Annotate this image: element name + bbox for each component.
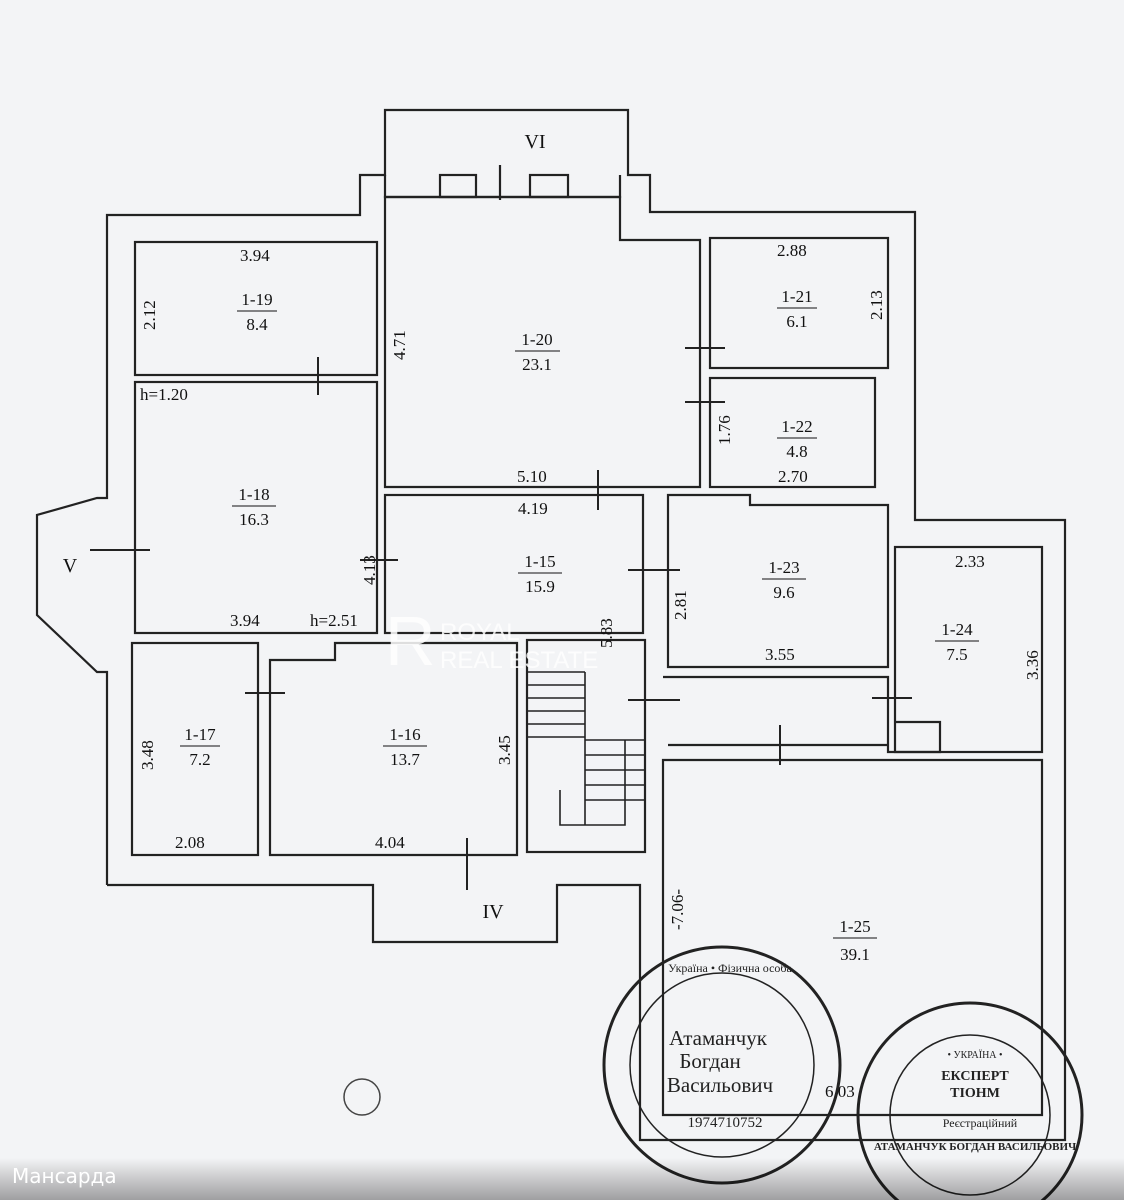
svg-text:3.55: 3.55 xyxy=(765,645,795,664)
window xyxy=(528,173,570,199)
svg-text:8.4: 8.4 xyxy=(246,315,268,334)
svg-text:23.1: 23.1 xyxy=(522,355,552,374)
exit-label-iv: IV xyxy=(482,901,504,923)
svg-text:2.08: 2.08 xyxy=(175,833,205,852)
svg-text:3.48: 3.48 xyxy=(138,740,157,770)
exit-label-vi: VI xyxy=(524,131,545,153)
svg-text:2.33: 2.33 xyxy=(955,552,985,571)
exit-vi-porch xyxy=(383,175,622,199)
svg-text:2.81: 2.81 xyxy=(671,590,690,620)
svg-text:1-21: 1-21 xyxy=(781,287,812,306)
svg-text:2.70: 2.70 xyxy=(778,467,808,486)
svg-text:1-17: 1-17 xyxy=(184,725,216,744)
corridor-wall xyxy=(663,675,942,754)
svg-text:1-15: 1-15 xyxy=(524,552,555,571)
svg-text:2.12: 2.12 xyxy=(140,300,159,330)
outer-wall xyxy=(35,108,1067,1142)
svg-text:39.1: 39.1 xyxy=(840,945,870,964)
svg-text:Україна • Фізична особа: Україна • Фізична особа xyxy=(668,961,792,975)
watermark: R ROYAL REAL ESTATE xyxy=(385,602,598,680)
svg-text:REAL ESTATE: REAL ESTATE xyxy=(440,647,598,674)
svg-text:7.2: 7.2 xyxy=(189,750,210,769)
svg-text:13.7: 13.7 xyxy=(390,750,420,769)
svg-text:Реєстраційний: Реєстраційний xyxy=(943,1116,1018,1130)
svg-text:1-23: 1-23 xyxy=(768,558,799,577)
exit-label-v: V xyxy=(63,555,78,577)
room-1-16 xyxy=(268,641,519,857)
svg-text:• УКРАЇНА •: • УКРАЇНА • xyxy=(947,1049,1002,1061)
svg-text:2.88: 2.88 xyxy=(777,241,807,260)
room-1-17 xyxy=(130,641,260,857)
svg-text:3.94: 3.94 xyxy=(240,246,270,265)
room-1-22 xyxy=(708,376,877,489)
svg-text:1-18: 1-18 xyxy=(238,485,269,504)
room-1-20 xyxy=(383,195,702,489)
svg-text:16.3: 16.3 xyxy=(239,510,269,529)
svg-text:-7.06-: -7.06- xyxy=(668,889,687,930)
svg-text:Богдан: Богдан xyxy=(679,1049,740,1073)
svg-text:Атаманчук: Атаманчук xyxy=(669,1026,768,1050)
stair-steps xyxy=(527,671,645,826)
svg-text:1-20: 1-20 xyxy=(521,330,552,349)
svg-text:1974710752: 1974710752 xyxy=(688,1115,763,1131)
svg-text:6.03: 6.03 xyxy=(825,1082,855,1101)
room-1-15 xyxy=(383,493,645,635)
room-1-18 xyxy=(133,380,379,635)
svg-text:ЕКСПЕРТ: ЕКСПЕРТ xyxy=(941,1069,1009,1084)
svg-text:6.1: 6.1 xyxy=(786,312,807,331)
svg-text:7.5: 7.5 xyxy=(946,645,967,664)
svg-text:1-16: 1-16 xyxy=(389,725,420,744)
svg-text:4.13: 4.13 xyxy=(360,555,379,585)
svg-text:1-19: 1-19 xyxy=(241,290,272,309)
svg-text:2.13: 2.13 xyxy=(867,290,886,320)
svg-text:4.19: 4.19 xyxy=(518,499,548,518)
svg-text:h=1.20: h=1.20 xyxy=(140,385,188,404)
svg-text:1-25: 1-25 xyxy=(839,917,870,936)
svg-text:5.10: 5.10 xyxy=(517,467,547,486)
stamp-left: Україна • Фізична особа Атаманчук Богдан… xyxy=(602,945,842,1185)
svg-text:Васильович: Васильович xyxy=(667,1073,774,1097)
svg-text:4.71: 4.71 xyxy=(390,330,409,360)
room-1-21 xyxy=(708,236,890,370)
svg-text:4.8: 4.8 xyxy=(786,442,807,461)
window xyxy=(438,173,478,199)
svg-text:h=2.51: h=2.51 xyxy=(310,611,358,630)
svg-text:15.9: 15.9 xyxy=(525,577,555,596)
stamp-right: • УКРАЇНА • ЕКСПЕРТ ТІОНМ Реєстраційний … xyxy=(856,1001,1084,1200)
caption-bar: Мансарда xyxy=(0,1158,1124,1200)
room-1-23 xyxy=(666,493,890,669)
svg-text:1-22: 1-22 xyxy=(781,417,812,436)
svg-text:ТІОНМ: ТІОНМ xyxy=(950,1086,1000,1101)
signature-scribble xyxy=(343,1078,381,1116)
room-1-19 xyxy=(133,240,379,377)
svg-text:1-24: 1-24 xyxy=(941,620,973,639)
room-1-24 xyxy=(893,545,1044,754)
svg-text:R: R xyxy=(385,602,436,680)
svg-text:9.6: 9.6 xyxy=(773,583,794,602)
svg-text:1.76: 1.76 xyxy=(715,415,734,445)
door-marks xyxy=(90,347,912,890)
svg-text:3.94: 3.94 xyxy=(230,611,260,630)
svg-text:ROYAL: ROYAL xyxy=(440,619,520,646)
svg-text:4.04: 4.04 xyxy=(375,833,405,852)
svg-text:5.83: 5.83 xyxy=(597,618,616,648)
dimension-labels: 3.94 2.12 4.71 5.10 2.88 2.13 1.76 2.70 … xyxy=(138,241,1042,1101)
floor-label: Мансарда xyxy=(12,1164,117,1188)
staircase xyxy=(525,638,647,854)
room-labels: 1-19 8.4 1-20 23.1 1-21 6.1 1-22 4.8 1-18 16.… xyxy=(180,287,979,964)
svg-text:3.45: 3.45 xyxy=(495,735,514,765)
svg-text:3.36: 3.36 xyxy=(1023,650,1042,680)
room-1-25 xyxy=(661,758,1044,1117)
svg-text:АТАМАНЧУК БОГДАН ВАСИЛЬОВИЧ: АТАМАНЧУК БОГДАН ВАСИЛЬОВИЧ xyxy=(874,1141,1076,1153)
